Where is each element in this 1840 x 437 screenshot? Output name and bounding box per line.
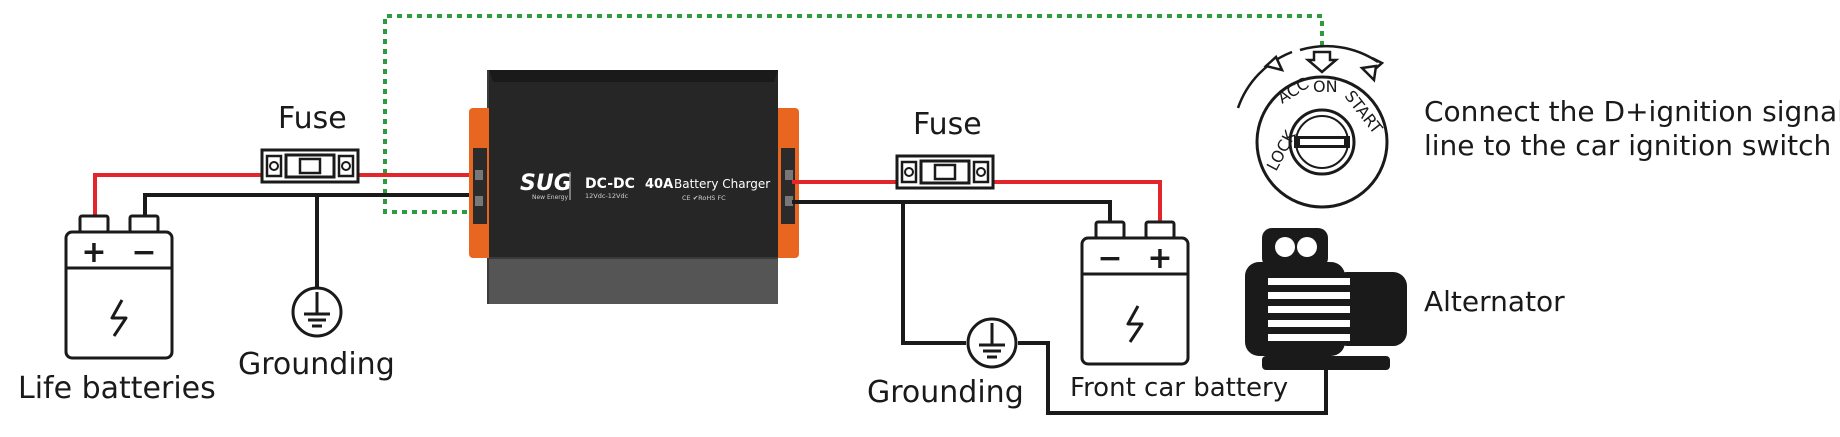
left-negative-wire [143, 193, 485, 216]
charger-certs: CE ✔RoHS FC [682, 194, 726, 202]
life-battery-plus: + [81, 235, 106, 270]
fuse-icon [260, 148, 360, 184]
dc-dc-charger [469, 70, 799, 304]
charger-logo: SUG [520, 171, 572, 196]
alternator-label: Alternator [1424, 285, 1565, 318]
front-battery-minus: − [1097, 241, 1122, 276]
charger-rating: 40A [645, 177, 673, 192]
fuse-icon [895, 154, 995, 190]
ignition-pos-on: ON [1313, 77, 1338, 96]
life-battery-minus: − [131, 235, 156, 270]
right-positive-wire [792, 180, 1162, 222]
ignition-switch-icon [1236, 44, 1389, 209]
lightning-icon [110, 299, 128, 337]
battery-icon [1080, 220, 1190, 366]
grounding-right-label: Grounding [867, 375, 1024, 410]
ignition-note-line2: line to the car ignition switch [1424, 129, 1832, 162]
charger-product: Battery Charger [674, 177, 770, 191]
charger-logo-sub: New Energy [532, 194, 568, 201]
charger-voltage: 12Vdc-12Vdc [585, 192, 629, 200]
alternator-icon [1245, 228, 1407, 370]
fuse-right-label: Fuse [913, 107, 982, 142]
life-batteries-label: Life batteries [18, 371, 216, 406]
right-negative-wire [792, 200, 1112, 222]
right-ground-wire [901, 202, 1328, 415]
charger-model: DC-DC [585, 176, 635, 192]
fuse-left-label: Fuse [278, 101, 347, 136]
ground-icon [291, 286, 343, 338]
signal-wire [383, 14, 1324, 214]
left-positive-wire [93, 173, 485, 216]
battery-icon [64, 214, 174, 360]
front-battery-plus: + [1147, 241, 1172, 276]
grounding-left-label: Grounding [238, 347, 395, 382]
ground-icon [966, 317, 1018, 369]
front-car-battery-label: Front car battery [1070, 373, 1289, 403]
lightning-icon [1126, 305, 1144, 343]
ignition-note-line1: Connect the D+ignition signal [1424, 95, 1840, 128]
